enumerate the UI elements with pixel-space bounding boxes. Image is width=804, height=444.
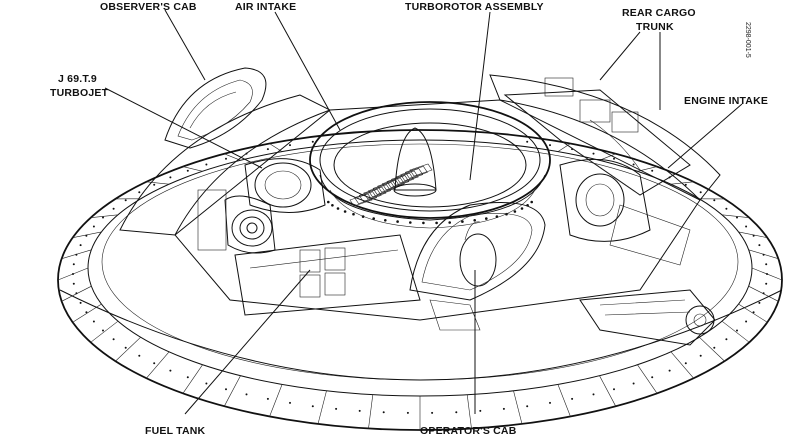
label-rear-cargo-line2: TRUNK (636, 21, 674, 33)
saucer-underside (59, 289, 783, 381)
observers-cab-canopy (164, 67, 267, 149)
leader-fuel-tank (184, 269, 311, 415)
label-operators-cab: OPERATOR'S CAB (420, 425, 517, 437)
operators-cab-canopy (409, 202, 546, 331)
drawing-code: 2298-001-5 (744, 22, 751, 58)
fuel-tank-compartment (234, 234, 421, 316)
rotor-blades (349, 163, 433, 207)
leader-air-intake (274, 11, 341, 131)
turborotor-ring (309, 101, 551, 229)
rim-panel-lines (57, 143, 783, 430)
leader-cargo-1 (599, 31, 641, 81)
upper-shell (119, 74, 721, 321)
rim-rivets (72, 140, 768, 414)
leader-engine-intake (667, 103, 743, 169)
saucer-body (57, 129, 783, 431)
label-turbojet-line1: J 69.T.9 (58, 73, 97, 85)
upper-deck-outline (174, 99, 701, 321)
saucer-rim-band (87, 139, 753, 397)
label-turborotor-assembly: TURBOROTOR ASSEMBLY (405, 1, 544, 13)
label-engine-intake: ENGINE INTAKE (684, 95, 768, 107)
callout-labels: OBSERVER'S CAB AIR INTAKE TURBOROTOR ASS… (50, 1, 768, 437)
drum-rivets (327, 200, 533, 225)
upper-shell-left (119, 94, 332, 236)
rotor-nose-cone (394, 127, 437, 191)
leader-turborotor (469, 11, 491, 181)
rear-cargo-trunk (503, 77, 691, 196)
leader-observers-cab (164, 9, 206, 81)
landing-gear-strut (579, 289, 716, 346)
label-rear-cargo-line1: REAR CARGO (622, 7, 696, 19)
label-air-intake: AIR INTAKE (235, 1, 296, 13)
label-turbojet-line2: TURBOJET (50, 87, 109, 99)
leader-lines (104, 9, 743, 415)
engine-intake-machinery (559, 158, 691, 266)
label-fuel-tank: FUEL TANK (145, 425, 206, 437)
label-observers-cab: OBSERVER'S CAB (100, 1, 197, 13)
turbojet-engine (197, 158, 326, 254)
leader-turbojet (104, 87, 263, 169)
upper-shell-right (489, 74, 721, 201)
